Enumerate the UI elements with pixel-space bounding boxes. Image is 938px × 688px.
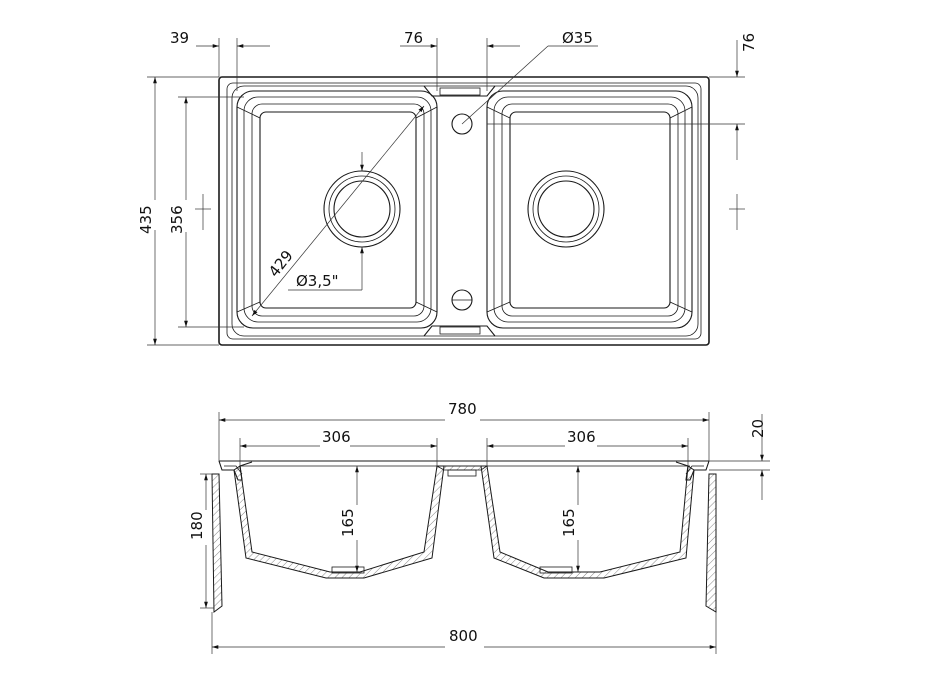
dim-drain-diameter: Ø3,5" xyxy=(288,152,364,291)
dim-label-inner-depth: 356 xyxy=(168,205,186,234)
right-drain-mid xyxy=(532,175,600,243)
section-view: 780 306 306 20 xyxy=(188,400,770,654)
dim-cabinet-height: 180 xyxy=(188,473,214,609)
dim-label-bowl-left-depth: 165 xyxy=(339,508,357,537)
dim-bowl-left-width: 306 xyxy=(239,428,438,466)
dim-label-drain-diameter: Ø3,5" xyxy=(296,272,339,290)
dim-bowl-left-depth: 165 xyxy=(339,466,359,572)
dim-rim-thickness: 20 xyxy=(709,414,770,500)
sink-deck-inner-outline xyxy=(231,85,699,337)
dim-label-bowl-right-depth: 165 xyxy=(560,508,578,537)
dim-label-offset-left: 39 xyxy=(170,29,189,47)
dim-overall-depth: 435 xyxy=(137,76,219,346)
dim-overall-width: 800 xyxy=(211,612,717,654)
dim-inner-depth: 356 xyxy=(168,96,244,328)
left-drain-outer xyxy=(323,170,401,248)
top-view: 39 76 Ø35 76 xyxy=(137,29,758,346)
left-drain-inner xyxy=(333,180,391,238)
bowl-divider-bottom xyxy=(423,325,496,337)
right-drain-inner xyxy=(537,180,595,238)
dim-inner-width: 780 xyxy=(218,400,710,461)
dim-label-tap-hole-spacing: 76 xyxy=(404,29,423,47)
right-bowl-top xyxy=(486,90,693,329)
dim-bowl-right-depth: 165 xyxy=(560,466,580,572)
left-cabinet-wall xyxy=(211,473,223,613)
dim-label-cabinet-height: 180 xyxy=(188,511,206,540)
dim-offset-left: 39 xyxy=(170,29,270,91)
dim-label-rim-thickness: 20 xyxy=(749,419,767,438)
dim-label-offset-right: 76 xyxy=(740,33,758,52)
dim-label-inner-width: 780 xyxy=(448,400,477,418)
bowl-divider-top xyxy=(423,85,496,97)
sink-deck-outline xyxy=(226,82,702,340)
dim-bowl-right-width: 306 xyxy=(486,428,689,466)
left-drain-mid xyxy=(328,175,396,243)
dim-label-overall-width: 800 xyxy=(449,627,478,645)
dim-label-diagonal: 429 xyxy=(265,247,297,281)
right-bowl-section xyxy=(480,465,695,579)
dim-label-tap-hole-diameter: Ø35 xyxy=(562,29,593,47)
dim-label-bowl-left-width: 306 xyxy=(322,428,351,446)
dim-offset-right: 76 xyxy=(487,33,758,230)
divider-bridge xyxy=(435,465,489,471)
dim-label-overall-depth: 435 xyxy=(137,205,155,234)
tap-hole xyxy=(451,113,473,135)
right-cabinet-wall xyxy=(705,473,717,613)
sink-outer-outline xyxy=(218,76,710,346)
dim-tap-hole-spacing: 76 xyxy=(400,29,520,91)
right-drain-outer xyxy=(527,170,605,248)
dim-tap-hole-diameter: Ø35 xyxy=(461,29,598,125)
dim-label-bowl-right-width: 306 xyxy=(567,428,596,446)
